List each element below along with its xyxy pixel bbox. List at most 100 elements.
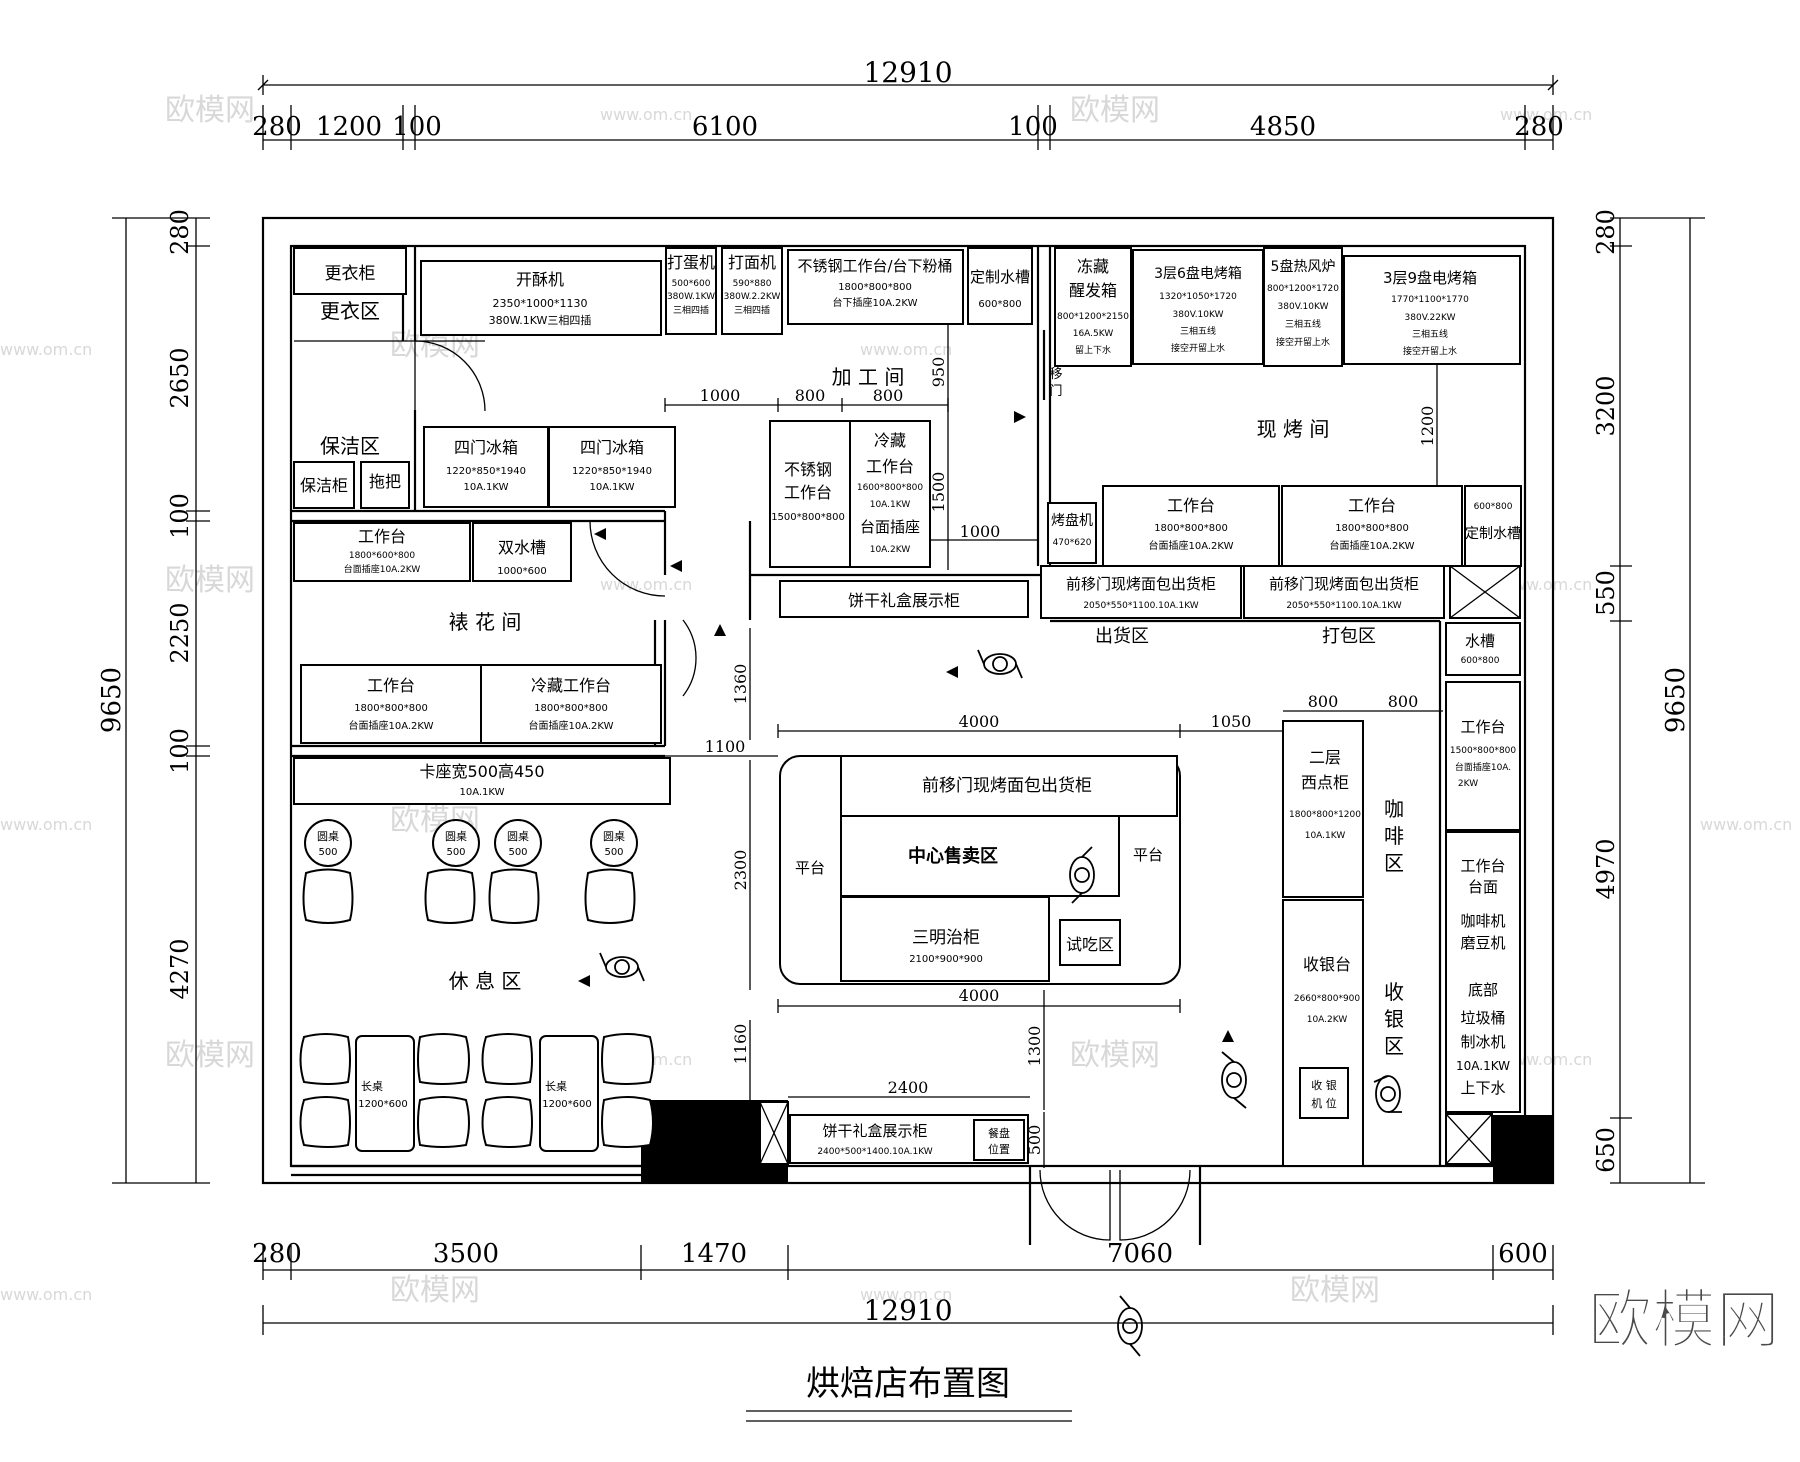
ss-bench-top [787, 249, 964, 325]
mop-sink [360, 461, 410, 509]
dim-inner: 1200 [1418, 406, 1437, 447]
dim-right-seg: 550 [1592, 570, 1620, 616]
round-table: 圆桌 500 [302, 819, 354, 924]
biscuit-display-2-spec: 2400*500*1400.10A.1KW [817, 1147, 932, 1157]
dim-inner: 1000 [700, 386, 741, 405]
dim-top-seg: 1200 [316, 112, 382, 142]
round-table-label: 圆桌 [507, 830, 529, 843]
coffee-area-label: 啡 [1384, 824, 1404, 848]
cash-counter-spec: 10A.2KW [1307, 1015, 1348, 1025]
oven-3-6-spec: 380V.10KW [1173, 310, 1224, 320]
dim-inner: 1500 [929, 472, 948, 513]
oven-3-6-spec: 三相五线 [1180, 325, 1216, 337]
ss-bench-top-label: 不锈钢工作台/台下粉桶 [797, 257, 952, 275]
door-swing [589, 520, 666, 597]
tray-rack [1047, 502, 1097, 564]
dim-bottom-seg: 7060 [1107, 1239, 1173, 1269]
locker-label: 更衣柜 [325, 264, 376, 284]
egg-beater [665, 247, 717, 335]
freezer-proofer [1054, 247, 1132, 367]
dim-top-seg: 6100 [692, 112, 758, 142]
shipping-area-label: 出货区 [1095, 626, 1149, 647]
convection-oven [1263, 247, 1343, 367]
long-table-size: 1200*600 [358, 1099, 408, 1110]
chilled-bench-label: 冷藏 [874, 431, 906, 450]
decorating-room-label: 裱 花 间 [449, 610, 522, 634]
chilled-bench-label: 工作台 [866, 457, 914, 476]
cleaning-cabinet [293, 461, 355, 509]
entrance-door [1039, 1169, 1111, 1241]
sandwich-cabinet [840, 896, 1050, 982]
cashier-area-label: 收 [1384, 980, 1404, 1004]
dim-inner: 1050 [1211, 712, 1252, 731]
bench-right-2-label: 底部 [1468, 981, 1498, 999]
dim-bottom-total: 12910 [863, 1294, 952, 1327]
pastry-cabinet [1282, 720, 1364, 898]
round-table-label: 圆桌 [603, 830, 625, 843]
long-table-size: 1200*600 [542, 1099, 592, 1110]
watermark-url: www.om.cn [0, 815, 92, 834]
bread-counter-2-spec: 2050*550*1100.10A.1KW [1286, 601, 1401, 611]
cash-register-label: 收 银 [1311, 1078, 1337, 1092]
watermark-url: www.om.cn [860, 340, 952, 359]
round-table: 圆桌 500 [488, 819, 542, 924]
dim-right-seg: 3200 [1592, 375, 1620, 436]
long-table: 长桌 1200*600 [299, 1033, 470, 1152]
locker [293, 247, 407, 295]
tray-rack-label: 烤盘机 [1051, 512, 1093, 529]
person-icon [1373, 1075, 1402, 1113]
double-sink [472, 522, 572, 582]
tray-place-label: 位置 [988, 1142, 1010, 1156]
arrow-icon [670, 560, 682, 572]
chilled-bench [849, 420, 931, 568]
booth-seat-spec: 10A.1KW [459, 787, 504, 798]
dim-top-total: 12910 [863, 56, 952, 89]
watermark-logo: 欧模网 [165, 1038, 255, 1073]
bread-counter-1 [1040, 565, 1242, 619]
dim-top-seg: 280 [252, 112, 302, 142]
oven-3-6-spec: 接空开留上水 [1171, 342, 1225, 354]
ss-bench [769, 420, 851, 568]
column [1493, 1115, 1553, 1183]
sink-right-label: 水槽 [1465, 632, 1495, 650]
dim-right-seg: 280 [1592, 209, 1620, 255]
dim-inner: 500 [1025, 1125, 1044, 1156]
freezer-proofer-label: 醒发箱 [1069, 281, 1117, 300]
booth-seat [293, 757, 671, 805]
dim-inner: 4000 [959, 712, 1000, 731]
processing-room: 开酥机 2350*1000*1130 380W.1KW三相四插 打蛋机 500*… [420, 247, 1038, 570]
dim-inner: 800 [795, 386, 826, 405]
fridge-1-spec: 10A.1KW [463, 482, 508, 493]
booth-seat-label: 卡座宽500高450 [419, 762, 544, 781]
bench-decor-top [293, 522, 471, 582]
oven-3-6 [1132, 249, 1264, 365]
sandwich-cabinet-spec: 2100*900*900 [909, 954, 983, 965]
pastry-cabinet-label: 二层 [1309, 748, 1341, 767]
dim-bottom-seg: 1470 [681, 1239, 747, 1269]
bench-bake-1-label: 工作台 [1167, 496, 1215, 515]
bench-right-2-label: 咖啡机 [1460, 912, 1505, 930]
mop-label: 拖把 [369, 472, 401, 491]
center-sales-zone [840, 815, 1120, 897]
dim-left-total: 9650 [97, 667, 127, 733]
bench-decor-2-label: 冷藏工作台 [531, 676, 611, 695]
left-dimensions: 9650 280 2650 100 2250 100 4270 [97, 209, 210, 1184]
chilled-bench-spec: 10A.2KW [870, 545, 911, 555]
tray-rack-spec: 470*620 [1053, 538, 1092, 548]
round-table: 圆桌 500 [584, 819, 638, 924]
dim-bottom-seg: 280 [252, 1239, 302, 1269]
round-table-size: 500 [446, 847, 465, 858]
bench-right-2-label: 工作台 [1460, 857, 1505, 875]
arrow-icon [1014, 411, 1026, 423]
bench-bake-2-label: 工作台 [1348, 496, 1396, 515]
brand-logo: 欧模网 [1588, 1284, 1780, 1358]
person-icon [599, 952, 645, 982]
convection-oven-spec: 800*1200*1720 [1267, 284, 1339, 294]
dim-left-seg: 280 [166, 209, 194, 255]
watermark-logo: 欧模网 [390, 1273, 480, 1308]
sheeter-spec: 2350*1000*1130 [493, 297, 588, 310]
freezer-proofer-spec: 留上下水 [1075, 344, 1111, 356]
round-table-label: 圆桌 [445, 830, 467, 843]
oven-3-6-label: 3层6盘电烤箱 [1154, 265, 1242, 282]
fridge-1 [423, 426, 549, 508]
